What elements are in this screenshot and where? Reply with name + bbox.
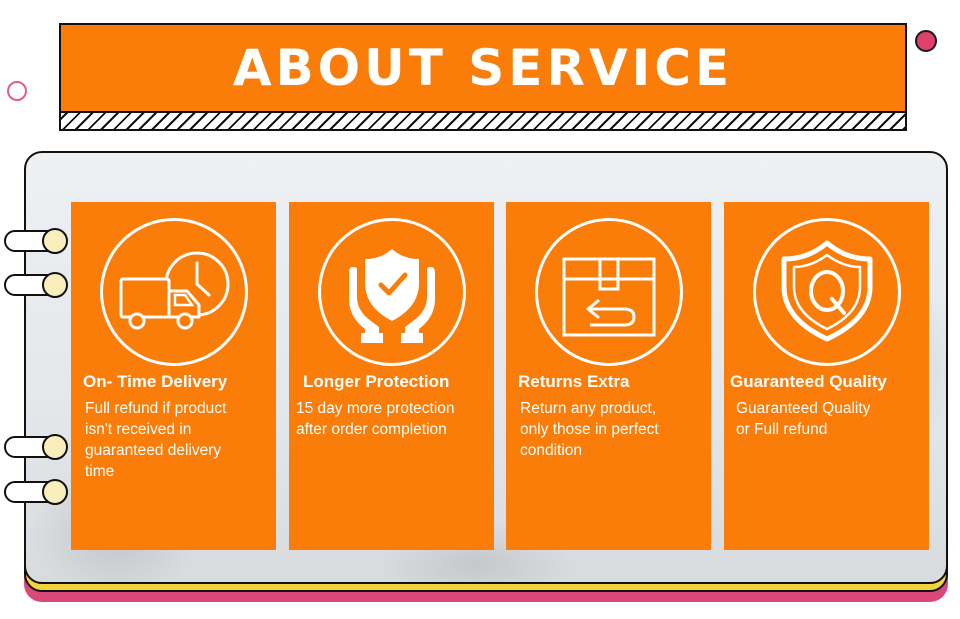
card-title: Returns Extra xyxy=(518,372,630,391)
icon-circle xyxy=(318,218,466,366)
card-description: 15 day more protection after order compl… xyxy=(296,400,455,438)
icon-circle xyxy=(535,218,683,366)
quality-shield-icon xyxy=(781,240,873,342)
binder-ring xyxy=(4,479,68,507)
shield-hands-icon xyxy=(349,249,435,343)
icon-circle xyxy=(753,218,901,366)
service-card-protection: Longer Protection 15 day more protection… xyxy=(289,202,494,550)
service-card-quality: Guaranteed Quality Guaranteed Quality or… xyxy=(724,202,929,550)
page-title: ABOUT SERVICE xyxy=(232,39,734,97)
card-description: Full refund if product isn't received in… xyxy=(85,400,227,480)
service-card-delivery: On- Time Delivery Full refund if product… xyxy=(71,202,276,550)
truck-clock-icon xyxy=(119,251,230,330)
card-title: Longer Protection xyxy=(303,372,450,391)
card-description: Guaranteed Quality or Full refund xyxy=(736,400,871,438)
card-title: Guaranteed Quality xyxy=(730,372,887,391)
title-hatch-strip xyxy=(59,113,907,131)
title-banner: ABOUT SERVICE xyxy=(59,23,907,131)
decorative-ring-pink xyxy=(7,81,27,101)
card-description: Return any product, only those in perfec… xyxy=(520,400,659,459)
service-card-returns: Returns Extra Return any product, only t… xyxy=(506,202,711,550)
decorative-dot-pink xyxy=(915,30,937,52)
binder-ring xyxy=(4,272,68,300)
icon-circle xyxy=(100,218,248,366)
binder-ring xyxy=(4,434,68,462)
return-box-icon xyxy=(562,257,656,337)
binder-ring xyxy=(4,228,68,256)
title-box: ABOUT SERVICE xyxy=(59,23,907,113)
card-title: On- Time Delivery xyxy=(83,372,228,391)
